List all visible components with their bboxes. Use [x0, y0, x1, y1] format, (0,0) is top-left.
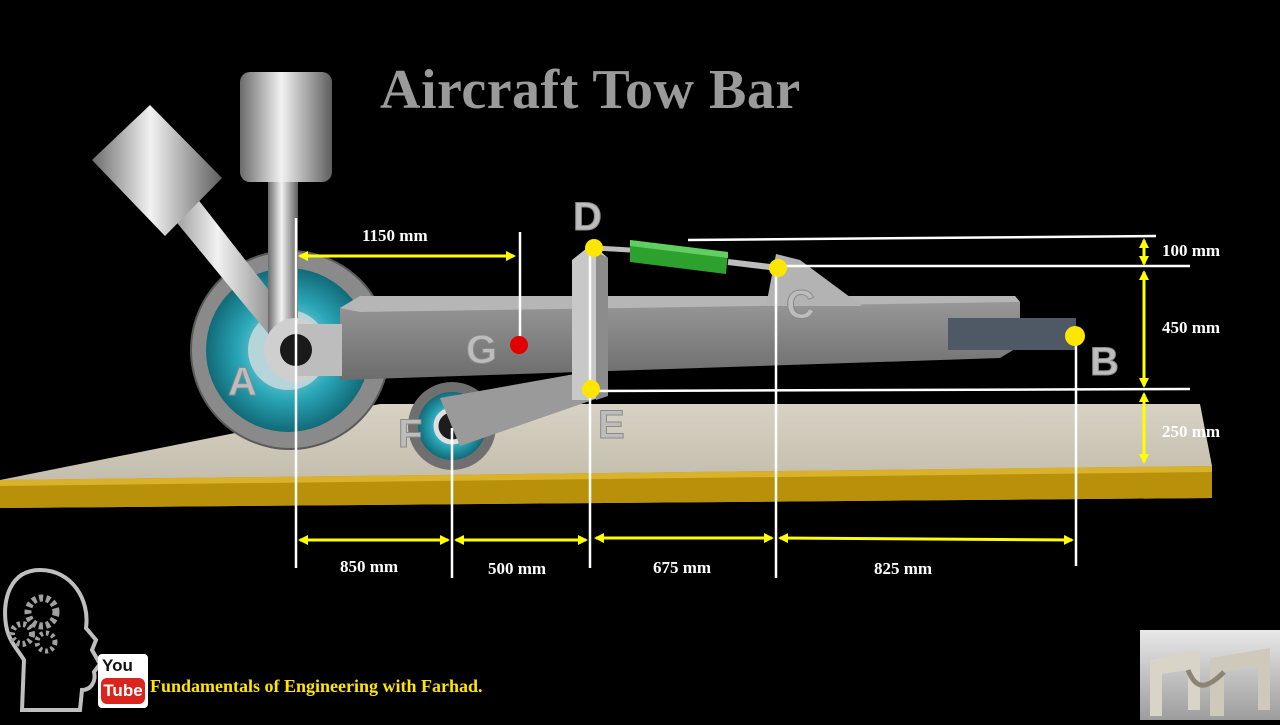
hydraulic-actuator: [595, 240, 779, 274]
tow-bar-beam: [264, 296, 1076, 382]
joint-c: [769, 259, 787, 277]
dim-arrow-825: [778, 533, 1074, 545]
head-gears-logo: [3, 567, 103, 712]
dim-label-250: 250 mm: [1162, 422, 1220, 441]
label-e: E: [598, 403, 625, 447]
bridge-thumbnail-graphic: [1150, 648, 1270, 716]
joint-d: [585, 239, 603, 257]
dim-label-450: 450 mm: [1162, 318, 1220, 337]
dim-label-100: 100 mm: [1162, 241, 1220, 260]
youtube-logo: You Tube: [98, 654, 148, 708]
youtube-tube: Tube: [101, 678, 145, 704]
joint-b: [1065, 326, 1085, 346]
label-a: A: [228, 360, 257, 404]
joint-e: [582, 380, 600, 398]
piston-assembly: [92, 72, 332, 348]
corner-thumbnail: [1140, 630, 1280, 720]
page-title: Aircraft Tow Bar: [380, 59, 801, 121]
label-d: D: [573, 195, 602, 239]
channel-name: Fundamentals of Engineering with Farhad.: [150, 676, 483, 696]
dim-label-675: 675 mm: [653, 558, 711, 577]
center-of-gravity-marker: [510, 336, 528, 354]
label-c: C: [786, 283, 815, 327]
label-f: F: [398, 412, 422, 456]
dim-label-1150: 1150 mm: [362, 226, 428, 245]
label-g: G: [466, 328, 497, 372]
joints: [510, 239, 1085, 398]
youtube-you: You: [102, 656, 133, 675]
dim-label-500: 500 mm: [488, 559, 546, 578]
dim-label-825: 825 mm: [874, 559, 932, 578]
dim-label-850: 850 mm: [340, 557, 398, 576]
dimension-arrows: [298, 238, 1149, 545]
label-b: B: [1090, 340, 1119, 384]
reference-lines: [294, 218, 1191, 578]
